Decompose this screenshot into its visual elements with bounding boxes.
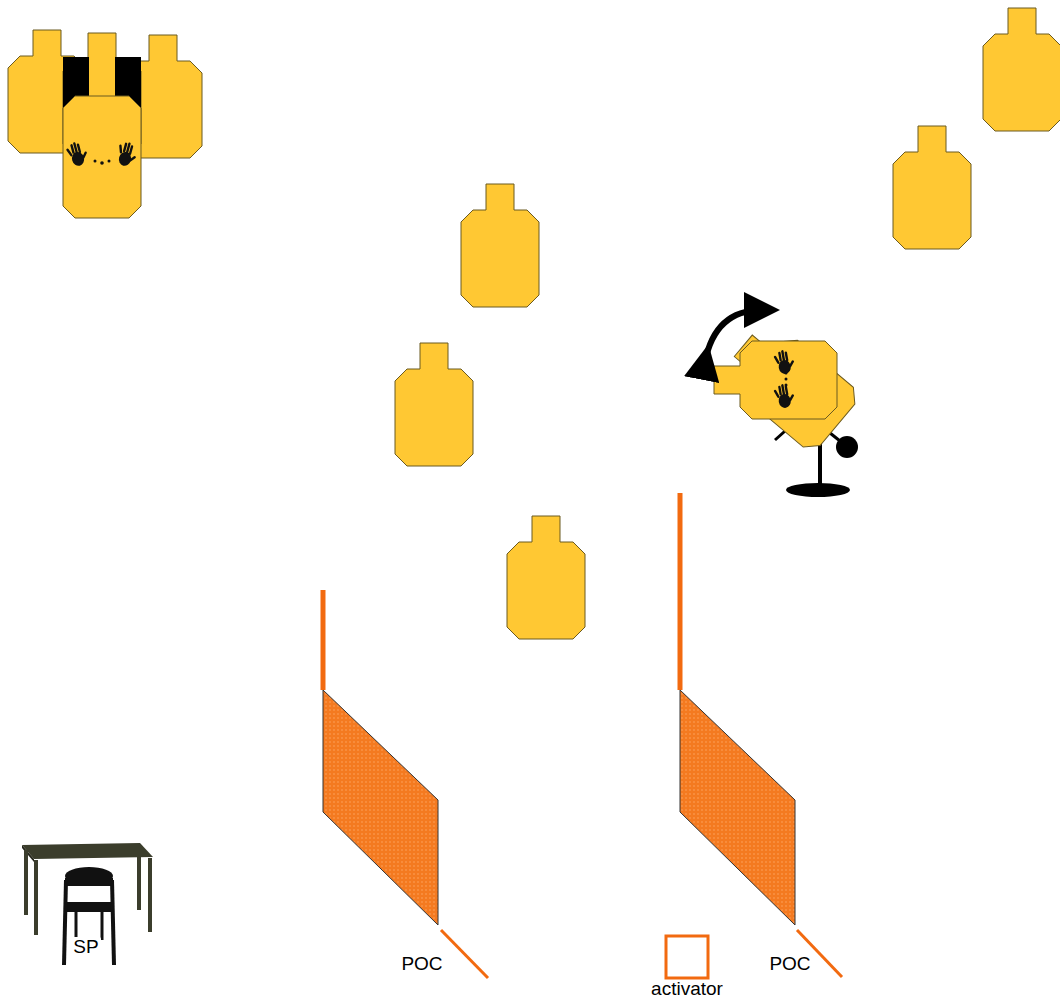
wall — [323, 590, 488, 978]
target — [461, 184, 539, 307]
table-and-chair — [22, 843, 153, 965]
fault-line-label: POC — [401, 954, 442, 975]
start-position-label: SP — [71, 937, 100, 958]
fault-line — [441, 930, 488, 978]
fault-line-label: POC — [769, 954, 810, 975]
swinger — [705, 310, 863, 497]
target — [507, 516, 585, 639]
activator-pad — [666, 936, 708, 978]
no-shoot-target — [63, 96, 141, 218]
target — [395, 343, 473, 466]
target — [983, 8, 1060, 131]
activator-label: activator — [651, 979, 723, 1000]
wall — [680, 493, 842, 977]
target — [893, 126, 971, 249]
